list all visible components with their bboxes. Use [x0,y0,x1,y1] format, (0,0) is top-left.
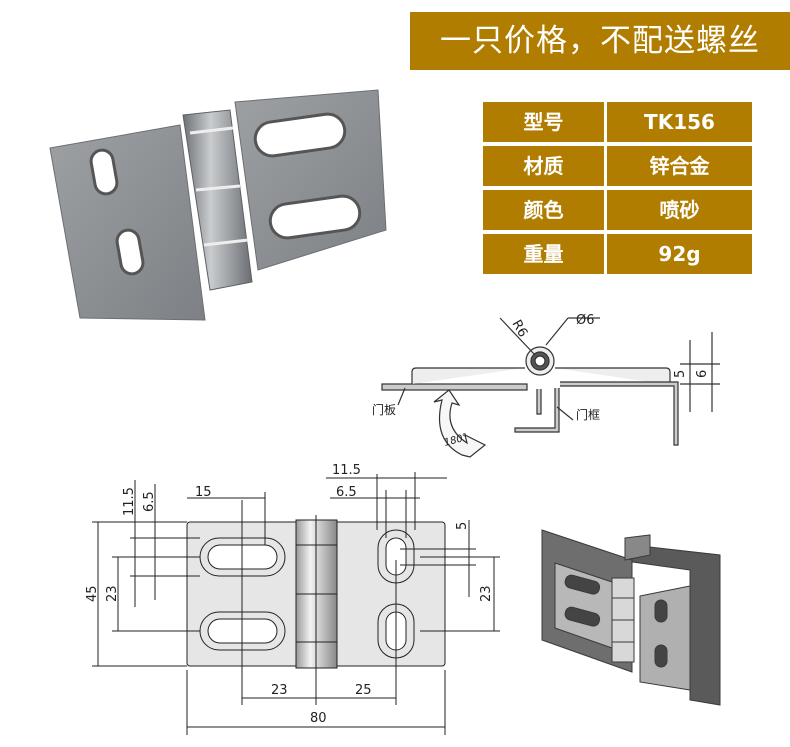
dim-5-label: 5 [673,370,688,378]
hinge-3d-render [541,529,721,706]
dim-width-80: 80 [310,711,327,726]
dim-left-6-5: 6.5 [142,491,157,512]
door-panel-label: 门板 [372,402,396,417]
radius-label: R6 [509,318,531,340]
dim-left-23: 23 [105,585,120,602]
dim-bottom-23: 23 [271,683,288,698]
hinge-photo [49,89,387,321]
dim-bottom-25: 25 [355,683,372,698]
dim-right-23: 23 [479,585,494,602]
door-frame-label: 门框 [576,407,600,422]
spec-label: 颜色 [483,190,604,230]
dim-right-6-5: 6.5 [336,485,357,500]
diameter-label: Ø6 [576,313,595,328]
dim-6-label: 6 [695,370,710,378]
spec-value: 喷砂 [607,190,752,230]
spec-row-material: 材质 锌合金 [483,146,752,186]
spec-row-model: 型号 TK156 [483,102,752,142]
spec-label: 材质 [483,146,604,186]
front-view-drawing [92,472,500,735]
spec-row-weight: 重量 92g [483,234,752,274]
dim-right-5: 5 [455,522,470,530]
dim-slot-15: 15 [195,485,212,500]
dim-height-45: 45 [85,585,100,602]
spec-label: 重量 [483,234,604,274]
spec-label: 型号 [483,102,604,142]
side-view-drawing [381,317,720,458]
dim-left-11-5: 11.5 [122,487,137,516]
spec-value: 锌合金 [607,146,752,186]
price-notice-banner: 一只价格，不配送螺丝 [410,12,790,70]
spec-table: 型号 TK156 材质 锌合金 颜色 喷砂 重量 92g [483,102,752,278]
spec-value: 92g [607,234,752,274]
dim-right-11-5: 11.5 [332,463,361,478]
spec-value: TK156 [607,102,752,142]
spec-row-color: 颜色 喷砂 [483,190,752,230]
